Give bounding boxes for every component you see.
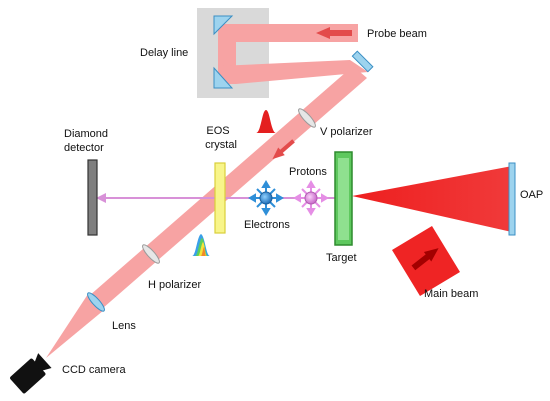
lens xyxy=(87,292,105,312)
diamond-detector-label-line1: Diamond xyxy=(64,128,108,140)
electrons-label: Electrons xyxy=(244,219,290,231)
probe-beam xyxy=(46,24,368,358)
eos-crystal xyxy=(214,162,226,234)
spectrum-pulse-icon xyxy=(192,234,210,256)
probe-beam-label: Probe beam xyxy=(367,28,427,40)
main-beam-arrow xyxy=(411,248,439,271)
oap-label: OAP xyxy=(520,189,543,201)
target-label: Target xyxy=(326,252,357,264)
delay-mirror-bottom xyxy=(213,66,234,89)
protons-label: Protons xyxy=(289,166,327,178)
protons-icon xyxy=(293,180,329,216)
eos-crystal-label-line2: crystal xyxy=(205,139,237,151)
diamond-detector xyxy=(87,159,98,236)
diamond-detector-label-line2: detector xyxy=(64,142,104,154)
target-inner xyxy=(338,158,349,240)
eos-crystal-label-line1: EOS xyxy=(206,125,229,137)
probe-arrow-diagonal xyxy=(272,139,295,160)
ccd-camera-label: CCD camera xyxy=(62,364,126,376)
steering-mirror xyxy=(351,50,374,73)
oap-mirror xyxy=(508,162,516,236)
v-polarizer xyxy=(298,108,316,128)
particle-line-arrowhead xyxy=(96,193,106,203)
delay-line-label: Delay line xyxy=(140,47,188,59)
probe-arrow-top xyxy=(316,27,352,39)
main-beam-cone xyxy=(352,166,512,232)
main-beam-label: Main beam xyxy=(424,288,478,300)
delay-mirror-top xyxy=(213,15,234,36)
h-polarizer xyxy=(142,244,160,264)
ccd-camera-icon xyxy=(10,353,52,394)
h-polarizer-label: H polarizer xyxy=(148,279,202,291)
lens-label: Lens xyxy=(112,320,136,332)
v-polarizer-label: V polarizer xyxy=(320,126,373,138)
probe-pulse-icon xyxy=(256,110,276,133)
electrons-icon xyxy=(248,180,284,216)
